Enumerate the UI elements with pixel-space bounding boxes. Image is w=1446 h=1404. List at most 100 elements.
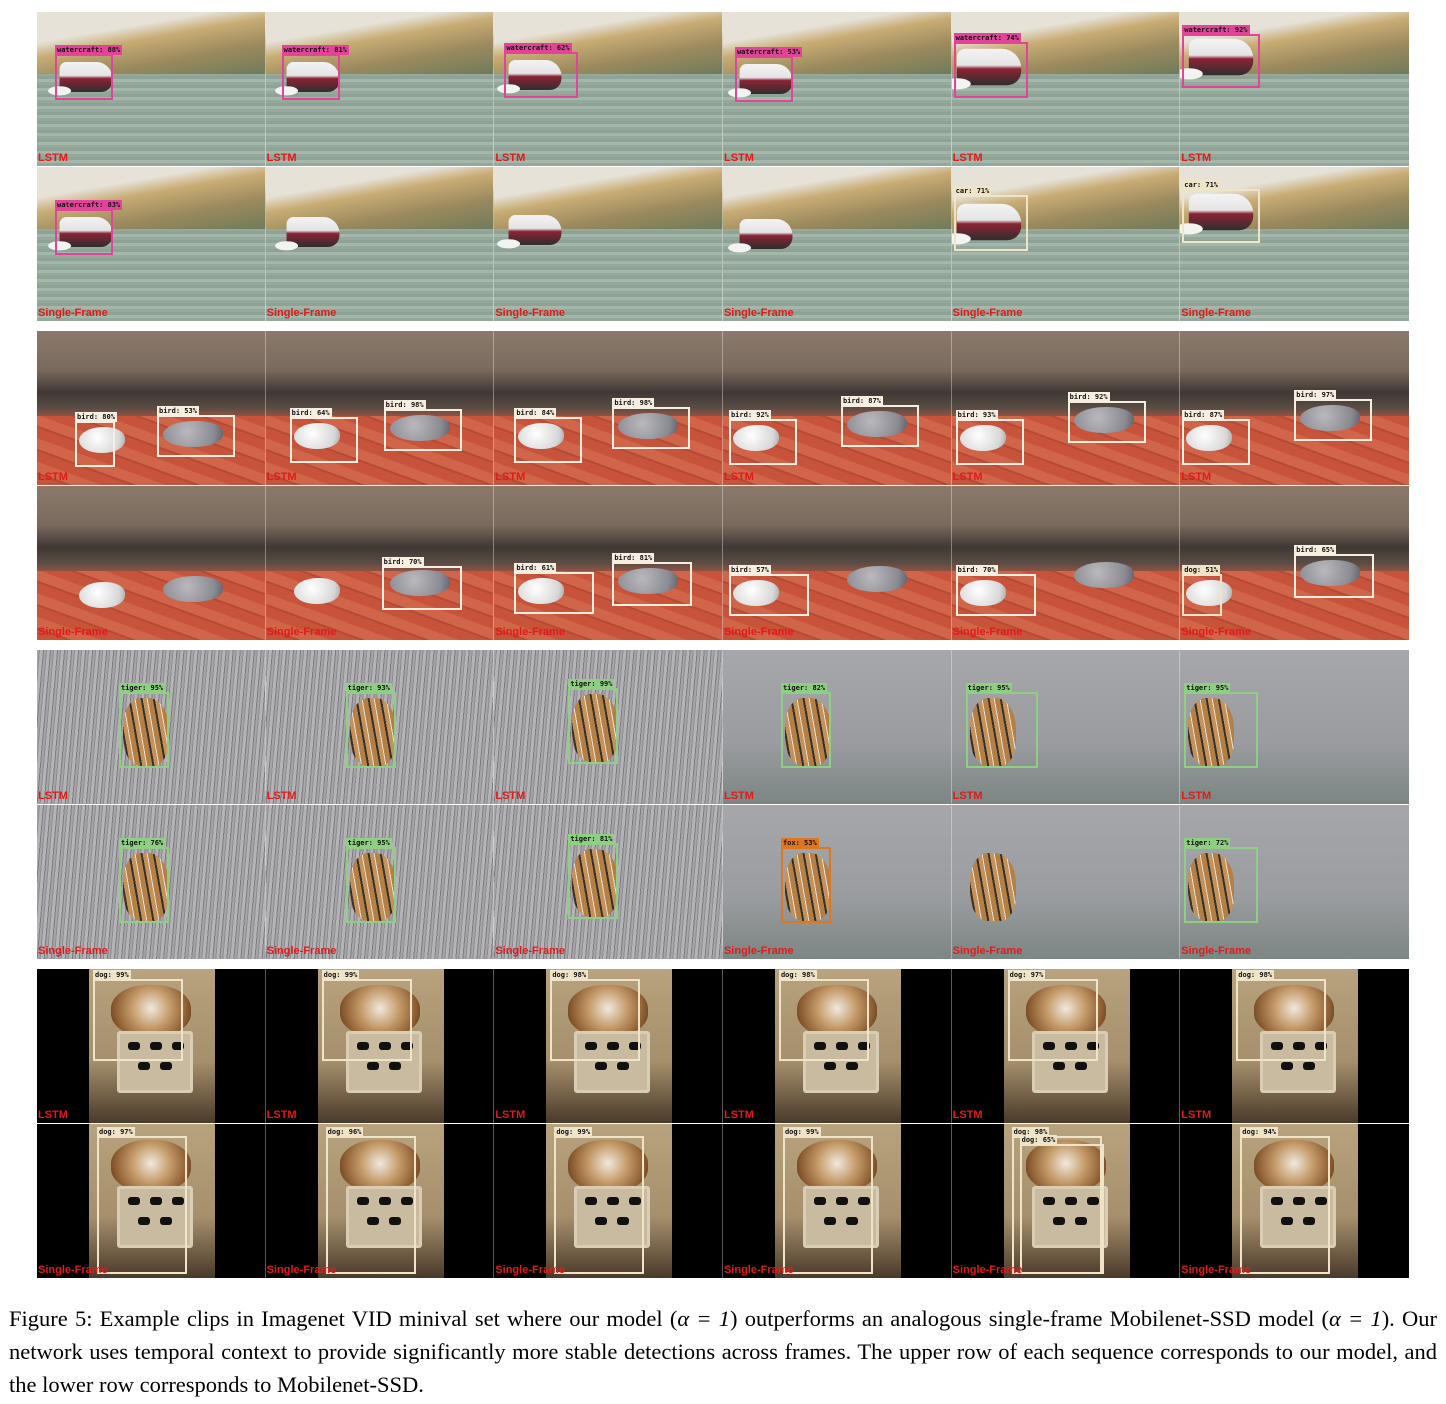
video-frame: Single-Frame — [265, 167, 495, 321]
single-frame-label: Single-Frame — [1181, 626, 1251, 638]
detection-box: dog: 98% — [778, 970, 869, 1061]
video-frame: tiger: 81%Single-Frame — [494, 805, 723, 959]
video-frame: bird: 61%bird: 81%Single-Frame — [494, 486, 723, 640]
toy-shelf — [802, 1186, 879, 1248]
toy-shelf — [574, 1186, 651, 1248]
detection-label: tiger: 72% — [1184, 838, 1231, 848]
bulldog-image — [111, 985, 191, 1037]
figure-caption: Figure 5: Example clips in Imagenet VID … — [9, 1302, 1437, 1401]
video-frame: tiger: 82%LSTM — [722, 650, 952, 804]
single-frame-label: Single-Frame — [266, 945, 337, 957]
lstm-label: LSTM — [266, 471, 297, 483]
lstm-label: LSTM — [495, 790, 526, 802]
bulldog-image — [796, 985, 877, 1037]
detection-box: dog: 98% — [1236, 970, 1327, 1061]
lstm-label: LSTM — [1181, 471, 1212, 483]
lstm-label: LSTM — [723, 1109, 754, 1121]
boat-image — [274, 217, 340, 251]
pigeon-grey — [846, 566, 907, 592]
boat-image — [48, 62, 113, 96]
detection-box: dog: 98% — [550, 970, 641, 1061]
detection-label: dog: 97% — [1007, 970, 1046, 980]
video-frame: bird: 80%bird: 53%LSTM — [37, 331, 266, 485]
detection-label: dog: 98% — [778, 970, 817, 980]
detection-box: dog: 65% — [1019, 1135, 1104, 1274]
pigeon-grey — [618, 413, 679, 439]
single-frame-label: Single-Frame — [952, 307, 1023, 319]
single-frame-label: Single-Frame — [723, 945, 794, 957]
detection-box: bird: 98% — [383, 400, 462, 451]
toy-shelf — [1260, 1031, 1337, 1093]
pigeon-white — [1186, 580, 1233, 606]
detection-box: watercraft: 74% — [953, 33, 1028, 98]
video-frame: bird: 64%bird: 98%LSTM — [265, 331, 495, 485]
lstm-label: LSTM — [723, 471, 754, 483]
lstm-label: LSTM — [1181, 790, 1212, 802]
boat-image — [497, 215, 562, 249]
pigeon-white — [959, 580, 1006, 606]
single-frame-label: Single-Frame — [38, 1264, 108, 1276]
video-frame: dog: 98%LSTM — [1180, 969, 1409, 1123]
single-frame-label: Single-Frame — [38, 307, 108, 319]
video-frame: car: 71% Single-Frame — [951, 167, 1181, 321]
detection-box: bird: 80% — [75, 412, 117, 467]
boat-image — [1180, 193, 1254, 235]
video-frame: dog: 51%bird: 65%Single-Frame — [1180, 486, 1409, 640]
detection-box: bird: 98% — [612, 398, 691, 449]
video-frame: tiger: 76%Single-Frame — [37, 805, 266, 959]
detection-label: bird: 70% — [381, 557, 424, 567]
detection-box: bird: 87% — [1182, 410, 1251, 465]
single-frame-label: Single-Frame — [952, 1264, 1023, 1276]
detection-label: dog: 99% — [782, 1127, 821, 1137]
detection-label: bird: 98% — [612, 398, 655, 408]
lstm-label: LSTM — [495, 152, 526, 164]
detection-label: dog: 98% — [1236, 970, 1274, 980]
bulldog-image — [796, 1140, 877, 1192]
detection-box: tiger: 76% — [119, 838, 169, 923]
single-frame-label: Single-Frame — [723, 626, 794, 638]
video-frame: dog: 94%Single-Frame — [1180, 1124, 1409, 1278]
video-frame: dog: 98%dog: 65% Single-Frame — [951, 1124, 1181, 1278]
detection-box: watercraft: 81% — [281, 45, 349, 100]
detection-label: dog: 98% — [1011, 1127, 1050, 1137]
lstm-label: LSTM — [952, 152, 983, 164]
single-frame-label: Single-Frame — [495, 307, 565, 319]
lstm-label: LSTM — [266, 152, 297, 164]
detection-label: tiger: 82% — [780, 683, 828, 693]
boat-image — [951, 203, 1021, 245]
detection-box: watercraft: 62% — [504, 43, 579, 98]
video-frame: tiger: 95% Single-Frame — [265, 805, 495, 959]
detection-box: bird: 97% — [1294, 390, 1373, 441]
detection-label: watercraft: 53% — [734, 47, 803, 57]
detection-label: bird: 80% — [75, 412, 117, 422]
video-frame: dog: 99%Single-Frame — [494, 1124, 723, 1278]
bulldog-image — [568, 1140, 649, 1192]
single-frame-label: Single-Frame — [952, 945, 1023, 957]
pigeon-grey — [1073, 562, 1134, 588]
detection-label: watercraft: 74% — [953, 33, 1021, 43]
detection-box: bird: 65% — [1294, 545, 1375, 598]
video-frame: dog: 99%LSTM — [265, 969, 495, 1123]
detection-label: bird: 92% — [1067, 392, 1110, 402]
detection-box: tiger: 95% — [345, 838, 396, 923]
boat-image — [48, 217, 113, 251]
video-frame: watercraft: 62% LSTM — [494, 12, 723, 166]
detection-box: car: 71% — [953, 186, 1028, 251]
bulldog-image — [339, 1140, 420, 1192]
detection-label: bird: 92% — [728, 410, 771, 420]
detection-box: watercraft: 83% — [55, 200, 123, 255]
video-frame: tiger: 93%LSTM — [265, 650, 495, 804]
detection-label: dog: 65% — [1019, 1135, 1058, 1145]
detection-label: dog: 94% — [1240, 1127, 1278, 1137]
pigeon-white — [293, 423, 340, 449]
pigeon-white — [732, 425, 779, 451]
detection-label: bird: 57% — [728, 565, 771, 575]
pigeon-white — [79, 427, 125, 453]
detection-label: fox: 53% — [780, 838, 819, 848]
pigeon-white — [959, 425, 1006, 451]
detection-box: bird: 70% — [955, 565, 1036, 616]
